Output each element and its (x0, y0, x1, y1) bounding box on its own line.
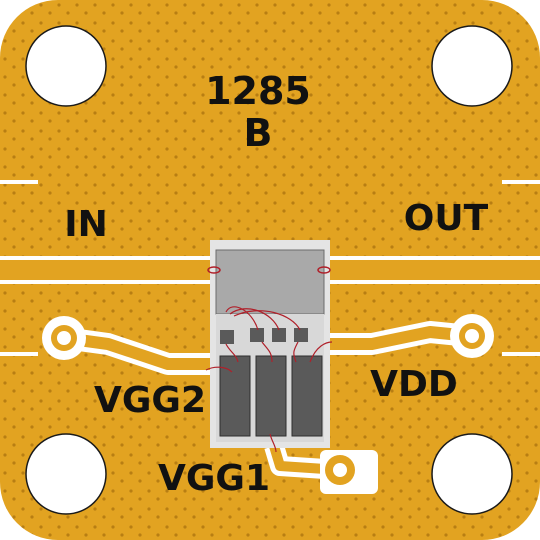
bond-pad-3 (272, 328, 286, 342)
bond-pad-2 (250, 328, 264, 342)
bias-label-vdd: VDD (370, 364, 458, 405)
bond-pad-4 (294, 328, 308, 342)
edge-notch-left-top (0, 180, 38, 184)
rf-trace-in (0, 260, 216, 280)
edge-notch-right-bottom (502, 352, 540, 356)
vdd-trace (326, 326, 471, 350)
vdd-pad-hole (465, 329, 479, 343)
vgg2-trace (63, 332, 216, 370)
bypass-cap-vgg1 (255, 355, 287, 437)
port-label-out: OUT (404, 198, 489, 239)
mounting-hole-bottom-right (431, 433, 513, 515)
bias-label-vgg1: VGG1 (158, 458, 270, 499)
bypass-cap-vdd (291, 355, 323, 437)
edge-notch-left-bottom (0, 352, 38, 356)
bond-pad-1 (220, 330, 234, 344)
mounting-hole-bottom-left (25, 433, 107, 515)
part-number-label: 1285 (205, 69, 311, 113)
mounting-hole-top-right (431, 25, 513, 107)
bond-wires (205, 306, 333, 453)
port-label-in: IN (64, 204, 108, 245)
edge-notch-right-top (502, 180, 540, 184)
vgg2-pad-hole (57, 331, 71, 345)
rf-bond-in (207, 266, 221, 274)
mounting-hole-top-left (25, 25, 107, 107)
mmic-die (215, 249, 325, 315)
rf-bond-out (317, 266, 331, 274)
bias-label-vgg2: VGG2 (94, 380, 206, 421)
vgg1-pad-hole (333, 463, 347, 477)
revision-label: B (244, 111, 273, 155)
bypass-cap-vgg2 (219, 355, 251, 437)
rf-trace-out (326, 260, 540, 280)
